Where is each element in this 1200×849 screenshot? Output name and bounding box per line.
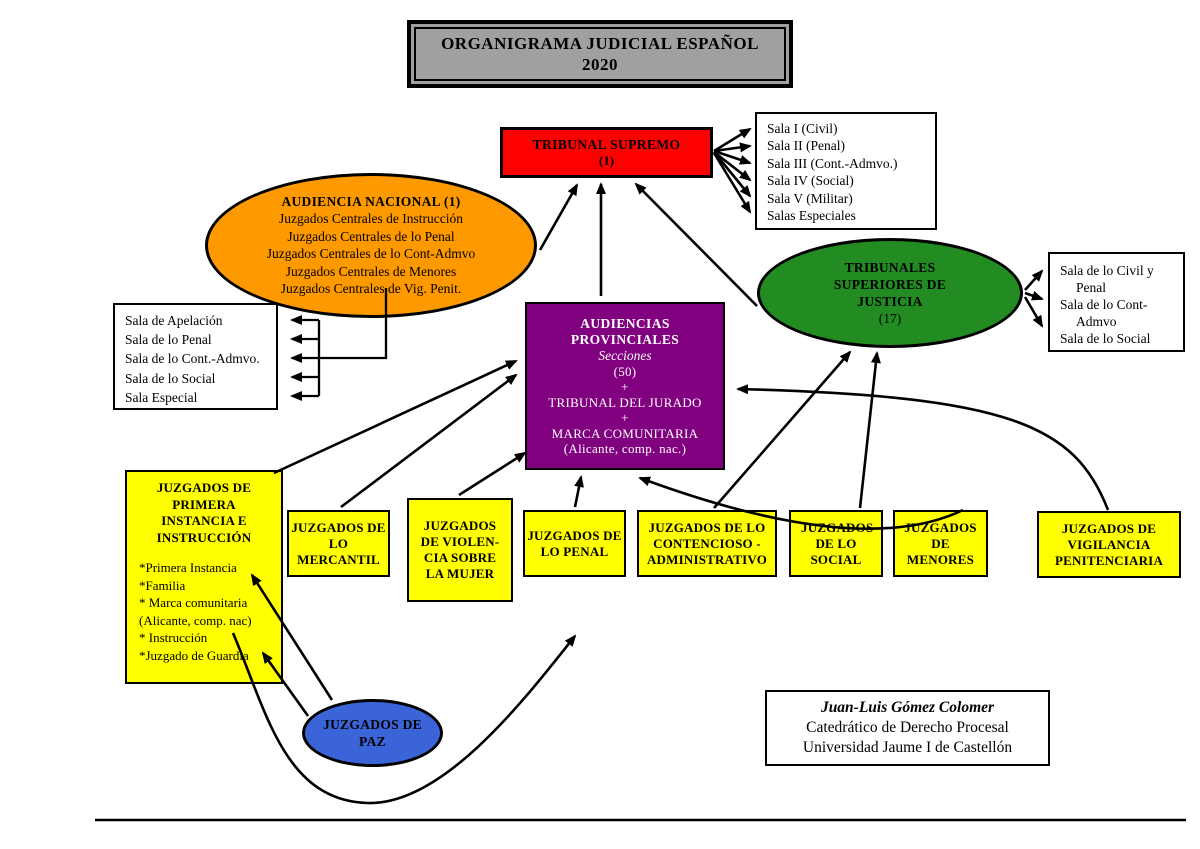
title-box: ORGANIGRAMA JUDICIAL ESPAÑOL 2020	[407, 20, 793, 88]
an-line: Juzgados Centrales de lo Cont-Admvo	[266, 246, 476, 262]
arrow-tsj-to-ts	[634, 182, 758, 307]
arrow-social-to-tsj	[858, 351, 881, 509]
ts-sala-item: Sala III (Cont.-Admvo.)	[767, 155, 898, 171]
ap-jurado: TRIBUNAL DEL JURADO	[548, 394, 702, 410]
tsj-sala-item: Sala de lo Cont-Admvo	[1060, 297, 1148, 329]
ts-sala-item: Sala IV (Social)	[767, 173, 854, 189]
node-tribunal-supremo: TRIBUNAL SUPREMO (1)	[500, 127, 713, 178]
jpi-line: (Alicante, comp. nac)	[139, 612, 252, 628]
juzgados-social-label: JUZGADOS DE LO SOCIAL	[801, 519, 874, 567]
jpi-line: *Familia	[139, 577, 186, 593]
jpi-line: * Instrucción	[139, 630, 208, 645]
credit-university: Universidad Jaume I de Castellón	[802, 739, 1013, 756]
node-juzgados-mercantil: JUZGADOS DE LO MERCANTIL	[287, 510, 390, 577]
title-line1: ORGANIGRAMA JUDICIAL ESPAÑOL	[441, 34, 759, 53]
arrow-contencioso-to-tsj	[713, 350, 852, 509]
arrow-ts-sala-2	[713, 142, 752, 153]
arrow-ts-sala-4	[713, 150, 752, 182]
node-juzgados-violencia: JUZGADOS DE VIOLEN-CIA SOBRE LA MUJER	[407, 498, 513, 602]
arrow-mercantil-to-ap	[340, 373, 518, 509]
tribunal-supremo-name: TRIBUNAL SUPREMO	[532, 136, 681, 152]
arrow-tsj-sala-1	[1024, 269, 1044, 291]
node-tsj: TRIBUNALES SUPERIORES DE JUSTICIA (17)	[757, 238, 1023, 348]
an-sala-item: Sala de Apelación	[125, 313, 223, 328]
ts-sala-item: Sala I (Civil)	[767, 121, 838, 136]
node-juzgados-penal: JUZGADOS DE LO PENAL	[523, 510, 626, 577]
ts-sala-item: Salas Especiales	[767, 208, 856, 224]
juzgados-penal-label: JUZGADOS DE LO PENAL	[527, 527, 622, 559]
arrow-ts-sala-3	[713, 149, 752, 165]
ts-sala-item: Sala II (Penal)	[767, 138, 845, 154]
an-sala-item: Sala Especial	[125, 389, 198, 405]
ts-sala-item: Sala V (Militar)	[767, 190, 853, 206]
tribunal-supremo-count: (1)	[598, 152, 615, 168]
an-line: Juzgados Centrales de Vig. Penit.	[280, 281, 462, 297]
credit-author: Juan-Luis Gómez Colomer	[820, 699, 995, 716]
ts-salas-box: Sala I (Civil) Sala II (Penal) Sala III …	[755, 112, 937, 230]
tsj-sala-item: Sala de lo Civil y Penal	[1060, 263, 1154, 295]
node-audiencia-nacional: AUDIENCIA NACIONAL (1) Juzgados Centrale…	[205, 173, 537, 318]
jpi-line: * Marca comunitaria	[139, 595, 248, 610]
arrow-violencia-to-ap	[458, 451, 527, 497]
arrow-tsj-sala-3	[1023, 296, 1044, 328]
ap-marca: MARCA COMUNITARIA	[551, 425, 699, 441]
juzgados-violencia-label: JUZGADOS DE VIOLEN-CIA SOBRE LA MUJER	[420, 518, 500, 581]
an-line: Juzgados Centrales de lo Penal	[287, 228, 455, 244]
credit-role: Catedrático de Derecho Procesal	[806, 719, 1009, 736]
jpi-title: JUZGADOS DE PRIMERA INSTANCIA E INSTRUCC…	[156, 480, 252, 545]
audiencia-nacional-title: AUDIENCIA NACIONAL (1)	[281, 194, 461, 210]
an-sala-item: Sala de lo Penal	[125, 332, 212, 348]
an-salas-box: Sala de Apelación Sala de lo Penal Sala …	[113, 303, 278, 410]
ap-title: AUDIENCIAS PROVINCIALES	[570, 315, 680, 347]
an-line: Juzgados Centrales de Menores	[285, 263, 457, 279]
node-juzgados-paz: JUZGADOS DE PAZ	[302, 699, 443, 767]
node-audiencias-provinciales: AUDIENCIAS PROVINCIALES Secciones (50) +…	[525, 302, 725, 470]
arrow-ts-sala-5	[712, 151, 752, 198]
ap-subtitle: Secciones	[598, 347, 652, 363]
tsj-sala-item: Sala de lo Social	[1060, 331, 1151, 346]
juzgados-contencioso-label: JUZGADOS DE LO CONTENCIOSO - ADMINISTRAT…	[646, 519, 768, 567]
arrow-penal-to-ap	[573, 475, 584, 508]
arrow-tsj-sala-2	[1024, 290, 1044, 301]
an-line: Juzgados Centrales de Instrucción	[278, 211, 464, 227]
ap-plus: +	[621, 410, 629, 425]
tsj-title: TRIBUNALES SUPERIORES DE JUSTICIA	[833, 259, 947, 309]
arrow-an-to-ts	[538, 183, 579, 251]
node-juzgados-primera-instancia: JUZGADOS DE PRIMERA INSTANCIA E INSTRUCC…	[125, 470, 283, 684]
node-juzgados-contencioso: JUZGADOS DE LO CONTENCIOSO - ADMINISTRAT…	[637, 510, 777, 577]
juzgados-paz-label: JUZGADOS DE PAZ	[323, 717, 422, 749]
jpi-line: *Juzgado de Guardia	[139, 647, 249, 663]
tsj-count: (17)	[878, 310, 902, 326]
arrow-vigilancia-to-ap	[736, 384, 1110, 511]
juzgados-mercantil-label: JUZGADOS DE LO MERCANTIL	[291, 519, 386, 567]
tsj-salas-box: Sala de lo Civil y Penal Sala de lo Cont…	[1048, 252, 1185, 352]
juzgados-menores-label: JUZGADOS DE MENORES	[904, 519, 977, 567]
ap-marca-note: (Alicante, comp. nac.)	[563, 441, 687, 456]
node-juzgados-vigilancia: JUZGADOS DE VIGILANCIA PENITENCIARIA	[1037, 511, 1181, 578]
ap-plus: +	[621, 379, 629, 394]
arrow-jpi-to-ap	[273, 359, 518, 475]
arrow-ts-sala-1	[713, 127, 752, 153]
node-juzgados-menores: JUZGADOS DE MENORES	[893, 510, 988, 577]
an-sala-item: Sala de lo Social	[125, 370, 216, 386]
node-juzgados-social: JUZGADOS DE LO SOCIAL	[789, 510, 883, 577]
juzgados-vigilancia-label: JUZGADOS DE VIGILANCIA PENITENCIARIA	[1054, 520, 1164, 568]
an-sala-item: Sala de lo Cont.-Admvo.	[125, 351, 260, 367]
title-line2: 2020	[582, 55, 618, 74]
credit-box: Juan-Luis Gómez Colomer Catedrático de D…	[765, 690, 1050, 766]
arrow-ts-sala-6	[712, 152, 752, 214]
jpi-line: *Primera Instancia	[139, 560, 237, 575]
ap-count: (50)	[613, 363, 637, 379]
